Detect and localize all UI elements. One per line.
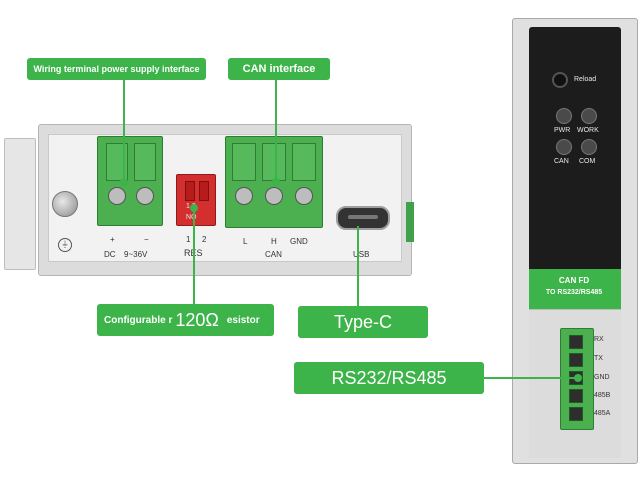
dip-switch: 1 2 ON: [176, 174, 216, 226]
callout-type-c: Type-C: [298, 306, 428, 338]
label-res-2: 2: [202, 235, 207, 244]
callout-wiring-terminal: Wiring terminal power supply interface: [27, 58, 206, 80]
label-pwr: PWR: [554, 127, 571, 134]
can-screw-l: [235, 187, 253, 205]
leader-rs232-dot: [574, 374, 582, 382]
side-tab: [406, 202, 414, 242]
leader-can-dot: [272, 178, 280, 186]
label-plus: +: [110, 235, 115, 244]
model-badge: [529, 269, 621, 309]
led-pwr: [556, 108, 572, 124]
label-com: COM: [579, 158, 596, 165]
power-terminal-block: [97, 136, 163, 226]
led-com: [581, 139, 597, 155]
ground-icon: ⏚: [58, 238, 72, 252]
terminal-screw-1: [108, 187, 126, 205]
leader-wiring-dot: [120, 178, 128, 186]
callout-configurable-resistor: Configurable r 120Ω esistor: [97, 304, 274, 336]
label-side-can: CAN: [554, 158, 569, 165]
can-screw-gnd: [295, 187, 313, 205]
badge-line-1: CAN FD: [558, 276, 590, 285]
label-gnd: GND: [290, 237, 308, 246]
label-side-gnd: GND: [594, 374, 610, 381]
terminal-screw-2: [136, 187, 154, 205]
label-voltage: 9~36V: [124, 250, 148, 259]
label-minus: −: [144, 235, 149, 244]
label-485b: 485B: [594, 392, 611, 399]
label-tx: TX: [594, 355, 603, 362]
side-black-panel: [529, 27, 621, 279]
callout-can-interface: CAN interface: [228, 58, 330, 80]
leader-resistor-dot: [190, 204, 198, 212]
resistor-prefix: Configurable r: [104, 314, 173, 326]
can-screw-h: [265, 187, 283, 205]
label-485a: 485A: [594, 410, 611, 417]
usb-c-port: [336, 206, 390, 230]
led-can: [556, 139, 572, 155]
label-usb: USB: [353, 250, 370, 259]
resistor-value: 120Ω: [175, 309, 219, 330]
label-res-1: 1: [186, 235, 191, 244]
label-h: H: [271, 237, 277, 246]
resistor-suffix: esistor: [226, 314, 260, 326]
reload-button[interactable]: [552, 72, 568, 88]
led-work: [581, 108, 597, 124]
callout-rs232-rs485: RS232/RS485: [294, 362, 484, 394]
label-dc: DC: [104, 250, 116, 259]
label-can: CAN: [265, 250, 282, 259]
ground-screw: [52, 191, 78, 217]
side-device: [512, 18, 638, 464]
label-work: WORK: [577, 127, 599, 134]
badge-line-2: TO RS232/RS485: [545, 289, 603, 296]
label-l: L: [243, 237, 248, 246]
reload-label: Reload: [574, 76, 597, 83]
din-clip-left: [4, 138, 36, 270]
label-rx: RX: [594, 336, 604, 343]
